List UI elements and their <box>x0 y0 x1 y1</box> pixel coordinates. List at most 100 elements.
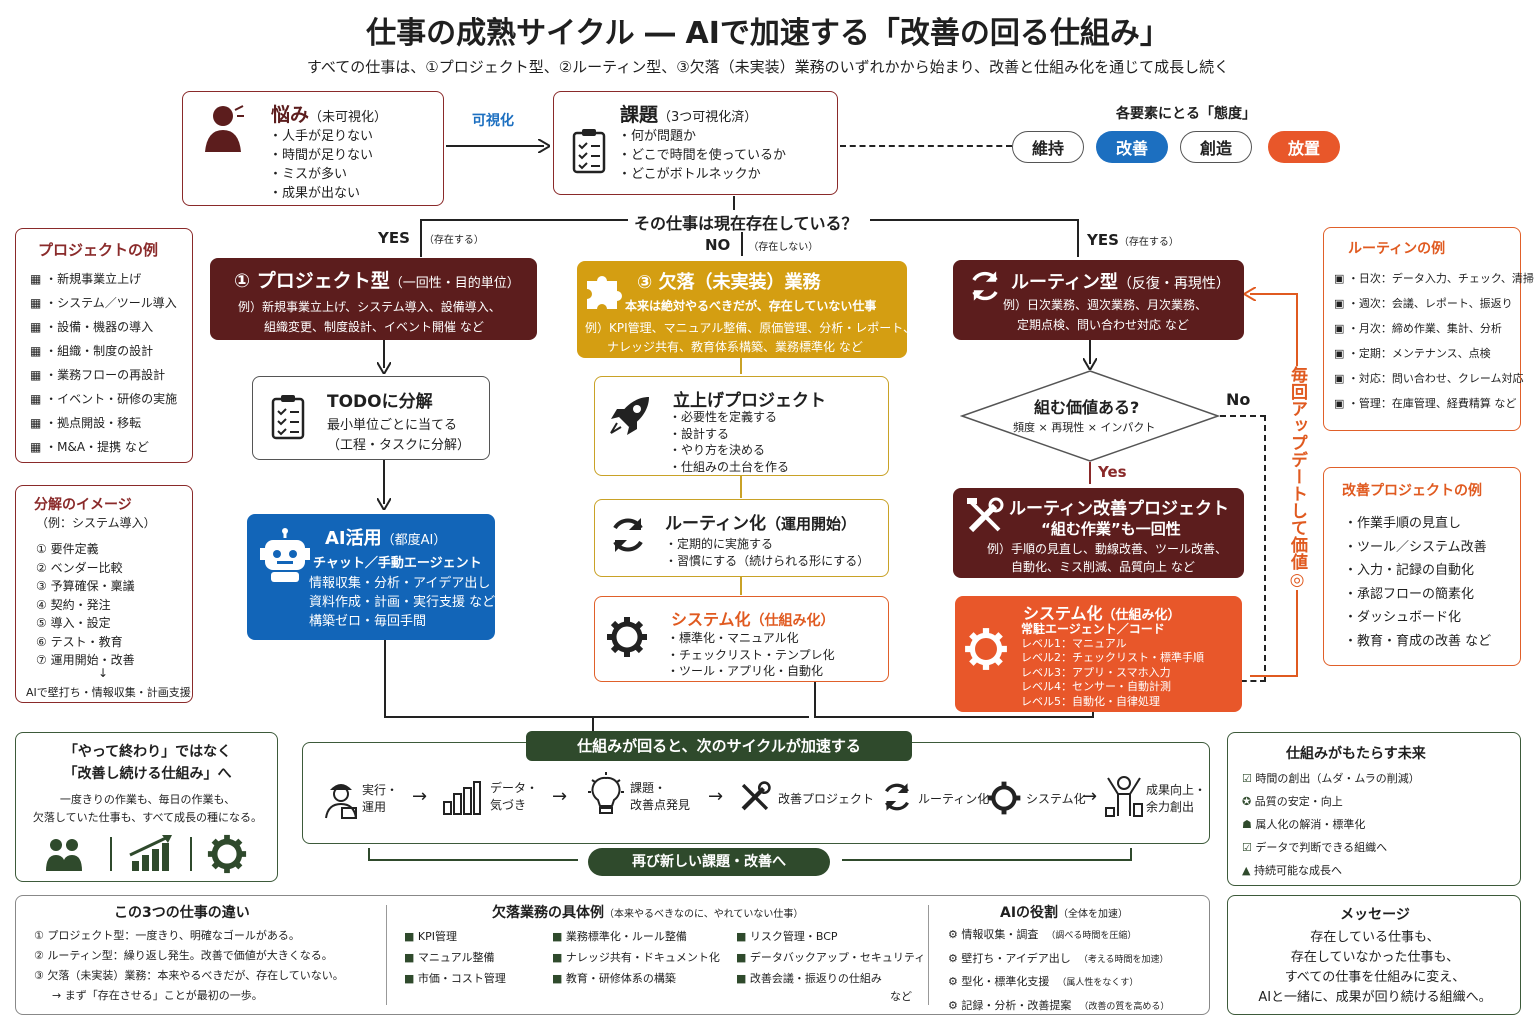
decompose-step: ③ 予算確保・稟議 <box>36 579 135 593</box>
issue-item: ・どこがボトルネックか <box>618 166 761 182</box>
attitude-title: 各要素にとる「態度」 <box>1116 106 1256 122</box>
loop-line <box>368 848 370 860</box>
right-arrow-icon: → <box>1082 786 1098 807</box>
future-item: ☑ データで判断できる組織へ <box>1242 841 1388 854</box>
routine-improve-box: ルーティン改善プロジェクト “組む作業”も一回性 例）手順の見直し、動線改善、ツ… <box>953 488 1244 578</box>
issue-item: ・どこで時間を使っているか <box>618 147 786 163</box>
cycle-banner: 仕組みが回ると、次のサイクルが加速する <box>526 731 912 761</box>
arrow-line <box>1089 340 1091 364</box>
cycle-step-routine: ルーティン化 <box>918 792 990 806</box>
project-example-item: ▦ ・新規事業立上げ <box>30 272 142 286</box>
check-icon: ☑ <box>1242 841 1256 854</box>
project-example-item: ▦ ・M&A・提携 など <box>30 440 149 454</box>
value-decision-diamond <box>960 370 1220 462</box>
cycle-step-issue: 課題・ 改善点発見 <box>630 781 691 812</box>
visualize-label: 可視化 <box>472 113 514 129</box>
divider <box>386 905 387 1005</box>
decompose-step: ⑦ 運用開始・改善 <box>36 653 135 667</box>
routine-example-item: ▣ ・月次：締め作業、集計、分析 <box>1334 322 1502 335</box>
systemize-right-item: レベル3：アプリ・スマホ入力 <box>1021 665 1171 679</box>
arrow-line <box>384 640 386 717</box>
decompose-title: 分解のイメージ <box>34 497 132 513</box>
routine-icon: ▣ <box>1334 372 1348 385</box>
arrow-line <box>383 460 385 504</box>
tools-icon <box>741 781 771 811</box>
down-arrow-icon: ↓ <box>98 666 109 680</box>
gear-icon <box>607 617 647 657</box>
keep-line-2: 「改善し続ける仕組み」へ <box>63 766 232 782</box>
ai-use-line: 構築ゼロ・毎回手間 <box>309 614 427 629</box>
arrow-line <box>446 145 544 147</box>
arrow-head-icon <box>377 498 391 510</box>
routinize-title: ルーティン化（運用開始） <box>665 514 856 534</box>
routine-example-item: ▣ ・日次：データ入力、チェック、清掃 <box>1334 272 1534 285</box>
cycle-step-improve: 改善プロジェクト <box>778 792 875 806</box>
loop-line <box>1130 848 1132 860</box>
update-loop-line <box>1250 293 1298 295</box>
arrow-head-icon <box>538 139 550 153</box>
update-label: 毎回アップデートして価値◎ <box>1284 366 1310 590</box>
ai-role-item: ⚙ 壁打ち・アイデア出し（考える時間を加速） <box>948 951 1169 965</box>
worry-item: ・時間が足りない <box>269 147 374 163</box>
celebrate-person-icon <box>1105 776 1143 817</box>
bullet-icon: ■ <box>404 930 418 943</box>
robot-icon <box>260 528 310 582</box>
decompose-step: ⑥ テスト・教育 <box>36 634 123 649</box>
missing-type-title: ③ 欠落（未実装）業務 <box>637 272 821 293</box>
systemize-right-title: システム化（仕組み化） <box>1023 604 1181 623</box>
gear-icon: ⚙ <box>948 975 962 988</box>
missing-ex-item: ■ 教育・研修体系の構築 <box>552 972 676 985</box>
dashed-connector <box>840 145 1012 147</box>
arrow-line <box>814 682 816 718</box>
issue-item: ・何が問題か <box>618 129 697 144</box>
routine-example-item: ▣ ・週次：会議、レポート、振返り <box>1334 297 1513 310</box>
routine-icon: ▣ <box>1334 272 1348 285</box>
attitude-pill-neglect: 放置 <box>1268 131 1340 163</box>
arrow-line <box>1092 712 1094 718</box>
bullet-icon: ■ <box>736 930 750 943</box>
bullet-icon: ■ <box>552 951 566 964</box>
message-line: すべての仕事を仕組みに変え、 <box>1284 970 1466 985</box>
attitude-pill-maintain: 維持 <box>1012 131 1084 163</box>
gear-icon <box>987 781 1021 815</box>
arrow-head-icon <box>1083 358 1097 370</box>
branch-no: NO（存在しない） <box>705 236 819 254</box>
arrow-line <box>733 196 735 210</box>
arrow-line <box>740 476 742 498</box>
improve-example-item: ・入力・記録の自動化 <box>1344 563 1475 578</box>
puzzle-icon <box>587 276 622 309</box>
improve-example-item: ・教育・育成の改善 など <box>1344 633 1492 649</box>
systemize-right-box: システム化（仕組み化） 常駐エージェント／コード レベル1：マニュアル レベル2… <box>955 596 1242 712</box>
keep-desc-2: 欠落していた仕事も、すべて成長の種になる。 <box>32 811 263 824</box>
growth-chart-icon <box>129 835 172 871</box>
project-example-item: ▦ ・イベント・研修の実施 <box>30 392 178 406</box>
improve-example-item: ・承認フローの簡素化 <box>1344 586 1475 602</box>
diff-item: ① プロジェクト型：一度きり、明確なゴールがある。 <box>34 929 300 942</box>
project-example-item: ▦ ・設備・機器の導入 <box>30 320 154 334</box>
missing-type-line-1: 本来は絶対やるべきだが、存在していない仕事 <box>625 299 877 313</box>
arrow-head-icon <box>1244 287 1256 301</box>
branch-line <box>870 219 1078 221</box>
value-q-title: 組む価値ある? <box>1034 398 1140 417</box>
loop-line <box>842 859 1132 861</box>
ai-role-item: ⚙ 記録・分析・改善提案（改善の質を高める） <box>948 998 1170 1012</box>
decompose-step: ② ベンダー比較 <box>36 560 123 575</box>
ai-use-line-1: チャット／手動エージェント <box>313 556 482 571</box>
check-icon: ☑ <box>1242 772 1256 785</box>
ai-use-line: 資料作成・計画・実行支援 など <box>309 595 496 610</box>
lightbulb-icon <box>588 772 624 814</box>
routine-improve-sub: “組む作業”も一回性 <box>1041 520 1181 538</box>
issue-title: 課題（3つ可視化済） <box>620 104 758 126</box>
worried-person-icon <box>205 105 244 152</box>
project-example-item: ▦ ・組織・制度の設計 <box>30 344 154 358</box>
improve-examples-box: 改善プロジェクトの例 ・作業手順の見直し ・ツール／システム改善 ・入力・記録の… <box>1323 467 1521 666</box>
rocket-icon <box>610 397 649 435</box>
decompose-box: 分解のイメージ （例：システム導入） ① 要件定義 ② ベンダー比較 ③ 予算確… <box>15 485 193 703</box>
routine-type-box: ルーティン型（反復・再現性） 例）日次業務、週次業務、月次業務、 定期点検、問い… <box>953 260 1244 340</box>
future-box: 仕組みがもたらす未来 ☑ 時間の創出（ムダ・ムラの削減） ✪ 品質の安定・向上 … <box>1227 732 1521 886</box>
gear-icon <box>207 834 247 874</box>
routinize-item: ・習慣にする（続けられる形にする） <box>665 554 870 568</box>
decompose-step: ⑤ 導入・設定 <box>36 616 111 630</box>
bullet-icon: ■ <box>404 972 418 985</box>
systemize-right-item: レベル1：マニュアル <box>1021 636 1127 650</box>
